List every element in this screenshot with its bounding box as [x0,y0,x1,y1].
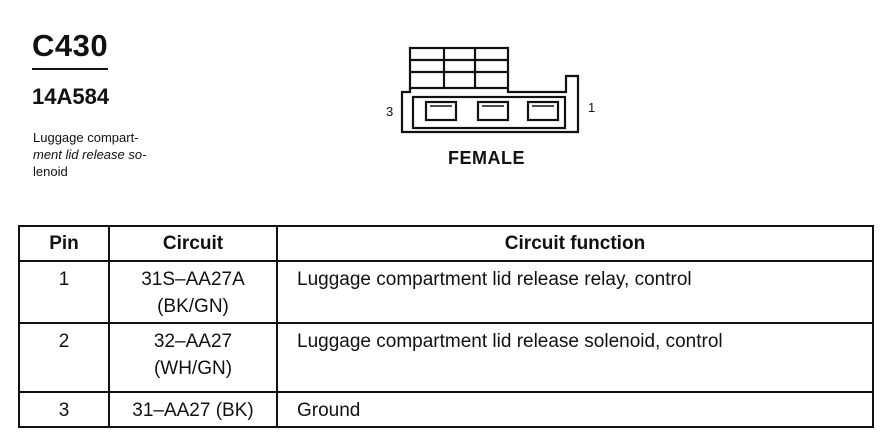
connector-description: Luggage compart- ment lid release so- le… [33,129,193,180]
table-header-row: Pin Circuit Circuit function [18,225,874,262]
circuit-line: (BK/GN) [157,296,229,317]
cell-circuit-function: Luggage compartment lid release solenoid… [276,322,874,393]
cell-circuit-function: Luggage compartment lid release relay, c… [276,260,874,324]
cell-pin: 1 [18,260,110,324]
table-row: 2 32–AA27 (WH/GN) Luggage compartment li… [18,322,874,393]
pin-label-left: 3 [386,104,394,119]
cell-circuit: 31S–AA27A (BK/GN) [108,260,278,324]
cell-circuit-function: Ground [276,391,874,428]
connector-id-underline [32,68,108,70]
circuit-line: (WH/GN) [153,358,233,379]
pin-cavity-3 [424,100,458,122]
part-number: 14A584 [32,84,110,109]
header-pin: Pin [18,225,110,262]
connector-face-diagram [400,46,580,134]
cell-circuit: 31–AA27 (BK) [108,391,278,428]
header-circuit-function: Circuit function [276,225,874,262]
connector-id: C430 [32,28,109,63]
cell-circuit: 32–AA27 (WH/GN) [108,322,278,393]
female-label: FEMALE [448,148,525,168]
pin-cavity-2 [476,100,510,122]
connector-latch [408,46,510,90]
circuit-line: 31–AA27 (BK) [132,400,254,421]
cell-pin: 3 [18,391,110,428]
description-line: ment lid release so- [33,147,147,162]
description-line: lenoid [33,164,68,179]
circuit-line: 32–AA27 [153,331,233,352]
pin-cavity-1 [526,100,560,122]
header-circuit: Circuit [108,225,278,262]
circuit-line: 31S–AA27A [141,269,245,290]
description-line: Luggage compart- [33,130,139,145]
cell-pin: 2 [18,322,110,393]
table-row: 1 31S–AA27A (BK/GN) Luggage compartment … [18,260,874,324]
connector-housing [400,74,580,134]
pinout-table: Pin Circuit Circuit function 1 31S–AA27A… [18,225,874,428]
pin-label-right: 1 [588,100,596,115]
table-row: 3 31–AA27 (BK) Ground [18,391,874,428]
